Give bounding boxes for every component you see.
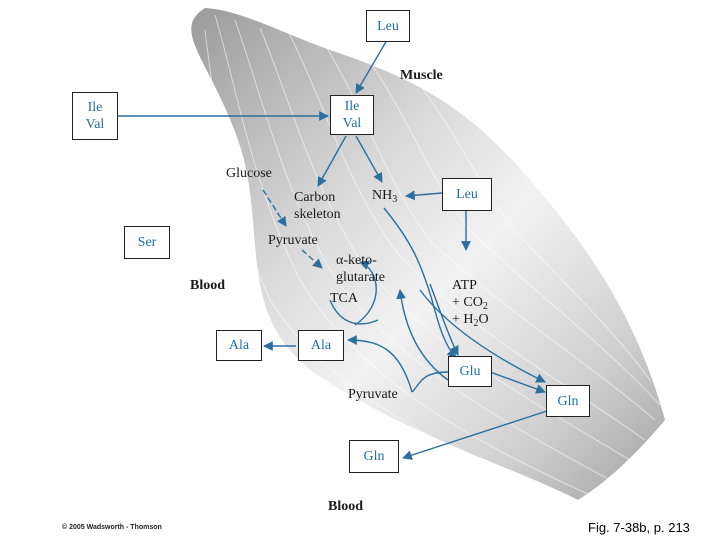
skeleton-line: skeleton: [294, 207, 341, 222]
nh3-text: NH: [372, 188, 393, 203]
arrows: [117, 39, 551, 460]
val-blood-text: Val: [85, 117, 105, 132]
blood-label-left: Blood: [190, 278, 226, 293]
alpha-ketoglutarate-label: α-keto- glutarate: [336, 252, 385, 286]
glu-box: Glu: [448, 356, 492, 387]
pyruvate-bottom-label: Pyruvate: [348, 387, 398, 402]
arrow-gln-to-blood: [402, 409, 551, 460]
co2-subscript: 2: [482, 301, 488, 312]
h2o-line: + H2O: [452, 311, 489, 329]
muscle-shape: [191, 8, 665, 500]
arrow-leu-to-ile: [355, 39, 388, 94]
leu-right-box: Leu: [442, 178, 492, 211]
muscle-label: Muscle: [400, 68, 443, 83]
blood-label-bottom: Blood: [328, 499, 364, 514]
ser-text: Ser: [137, 235, 157, 250]
h2o-text-b: O: [478, 312, 489, 327]
arrow-tca-cycle-to-keto: [354, 260, 377, 326]
arrow-tca-cycle-from-keto: [329, 299, 379, 325]
figure-reference: Fig. 7-38b, p. 213: [588, 520, 690, 535]
carbon-skeleton-label: Carbon skeleton: [294, 189, 341, 223]
ala-blood-box: Ala: [216, 330, 262, 361]
ile-val-blood-box: Ile Val: [72, 92, 118, 140]
ala-blood-text: Ala: [228, 338, 250, 353]
co2-line: + CO2: [452, 294, 489, 312]
ala-muscle-box: Ala: [298, 330, 344, 361]
arrow-glu-to-pyruvate-loop: [411, 371, 449, 393]
leu-right-text: Leu: [456, 187, 478, 202]
ala-muscle-text: Ala: [310, 338, 332, 353]
arrow-glu-to-gln: [489, 371, 546, 394]
arrow-pyruvate-to-keto: [301, 249, 323, 269]
ser-box: Ser: [124, 226, 170, 259]
atp-products-label: ATP + CO2 + H2O: [452, 277, 489, 329]
gln-blood-box: Gln: [349, 440, 399, 473]
gln-blood-text: Gln: [363, 449, 385, 464]
tca-label: TCA: [330, 291, 358, 306]
glu-text: Glu: [459, 364, 481, 379]
ile-muscle-text: Ile: [344, 99, 360, 114]
val-muscle-text: Val: [342, 116, 362, 131]
arrow-glucose-to-pyruvate: [262, 189, 287, 227]
glucose-label: Glucose: [226, 166, 272, 181]
gln-muscle-box: Gln: [546, 385, 590, 417]
h2o-subscript: 2: [473, 318, 479, 329]
nh3-subscript: 3: [392, 194, 398, 205]
arrow-leu-to-nh3: [405, 190, 443, 201]
arrow-nh3-to-glu: [383, 207, 457, 359]
pyruvate-top-label: Pyruvate: [268, 233, 318, 248]
co2-text: + CO: [452, 295, 483, 310]
atp-line: ATP: [452, 278, 477, 293]
arrow-ile-to-nh3: [355, 135, 383, 183]
copyright-text: © 2005 Wadsworth - Thomson: [62, 524, 162, 531]
arrow-nh3-to-gln: [419, 289, 546, 383]
glutarate-line: glutarate: [336, 270, 385, 285]
arrow-keto-to-glu: [429, 283, 459, 356]
carbon-line: Carbon: [294, 190, 336, 205]
h2o-text-a: + H: [452, 312, 474, 327]
leu-top-box: Leu: [366, 10, 410, 42]
arrow-ile-to-carbon: [317, 135, 347, 187]
ile-blood-text: Ile: [87, 100, 103, 115]
ile-val-muscle-box: Ile Val: [330, 95, 374, 135]
keto-line: α-keto-: [336, 253, 377, 268]
leu-top-text: Leu: [377, 19, 399, 34]
gln-muscle-text: Gln: [557, 394, 579, 409]
arrow-pyruvate-to-ala: [347, 335, 413, 393]
arrow-glu-to-keto: [396, 289, 449, 381]
nh3-label: NH3: [372, 187, 398, 205]
